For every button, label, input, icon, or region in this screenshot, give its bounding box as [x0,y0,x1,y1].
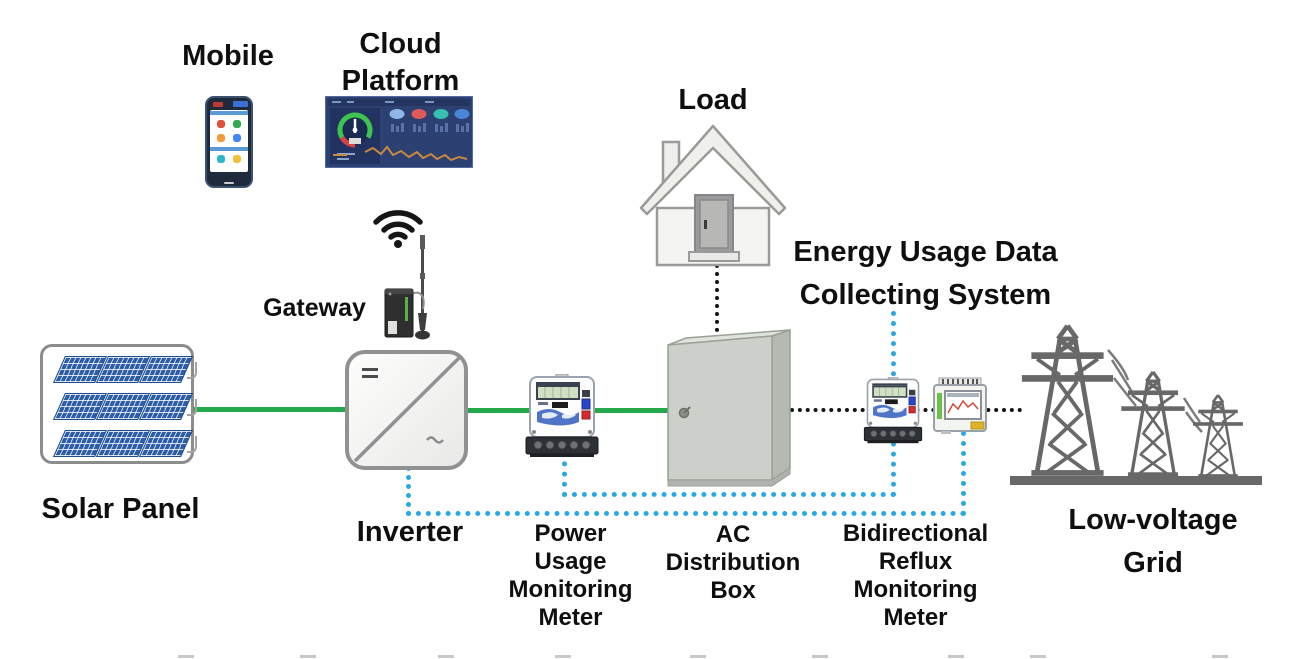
power-usage-meter-icon [525,374,599,458]
ac-distribution-box-icon [667,328,791,487]
phone-camera [233,101,248,107]
power-meter-label: Power Usage Monitoring Meter [508,520,633,631]
wifi-icon [373,210,423,248]
ac-line-load-to-box [715,264,719,340]
bidirectional-meter-label: Bidirectional Reflux Monitoring Meter [842,520,989,631]
bottom-artifact [690,655,706,658]
cloud-platform-label: Cloud Platform [341,28,460,97]
load-house-icon [639,124,787,267]
inverter-label: Inverter [356,516,464,548]
mobile-phone-icon [205,96,253,188]
solar-panel-label: Solar Panel [41,493,200,525]
data-line-dinmeter-down [961,431,966,516]
bottom-artifact [178,655,194,658]
bottom-artifact [1030,655,1046,658]
ground-bar [1010,476,1262,485]
din-meter-icon [933,377,987,434]
bottom-artifact [555,655,571,658]
bottom-artifact [438,655,454,658]
load-label: Load [678,84,748,116]
data-line-lower-horizontal [406,511,966,516]
data-line-powermeter-down [562,441,567,497]
bottom-artifact [1212,655,1228,658]
energy-system-label: Energy Usage Data Collecting System [793,236,1058,311]
phone-speaker [213,102,223,107]
data-line-upper-horizontal [562,492,896,497]
solar-panel-icon [40,344,197,464]
antenna-icon [418,313,427,330]
grid-label: Low-voltage Grid [1068,504,1238,579]
gateway-device-icon [384,235,430,340]
mobile-label: Mobile [182,40,274,72]
phone-screen [210,110,248,172]
data-line-inverter-down [406,466,411,516]
phone-home-bar [224,182,234,184]
bottom-artifact [300,655,316,658]
cloud-dashboard-icon [325,96,473,168]
gateway-label: Gateway [263,294,366,322]
grid-towers-icon [1010,320,1262,485]
bidirectional-meter-icon [863,377,923,444]
bottom-artifact [948,655,964,658]
ac-wave-mark [426,436,444,444]
pv-dc-line [194,407,346,412]
bottom-artifact [812,655,828,658]
inverter-icon [345,350,468,470]
ac-box-label: AC Distribution Box [665,521,801,604]
